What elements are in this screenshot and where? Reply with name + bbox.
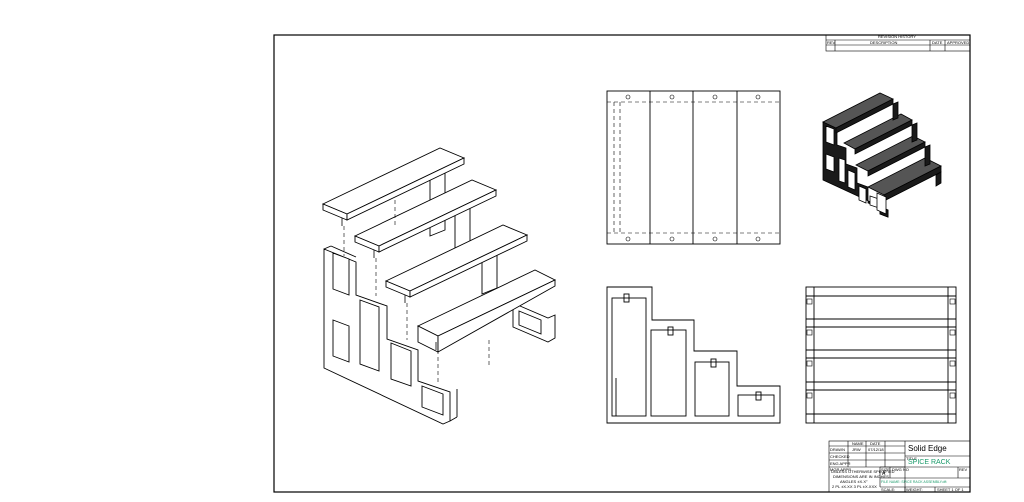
file-name: FILE NAME: SPICE RACK ASSEMBLY.dft — [881, 480, 947, 484]
revision-history-table — [825, 34, 971, 52]
tolerance-note-1: UNLESS OTHERWISE SPECIFIED — [831, 469, 895, 474]
title-row-checked: CHECKED — [830, 454, 850, 459]
title-col-name: NAME — [852, 441, 864, 446]
weight-label: WEIGHT: — [906, 487, 923, 492]
size-value: A — [882, 471, 886, 477]
scale-label: SCALE: — [881, 487, 896, 492]
title-block — [828, 440, 971, 493]
shaded-isometric-view — [822, 92, 942, 218]
revision-col-rev: REV — [827, 40, 836, 45]
revision-col-approved: APPROVED — [947, 40, 970, 45]
tolerance-note-4: 2 PL ±X.XX 3 PL ±X.XXX — [832, 484, 877, 489]
front-view — [805, 286, 957, 424]
title-drawn-date: 07/12/18 — [868, 447, 884, 452]
tolerance-note-3: ANGLES ±X.X° — [840, 479, 868, 484]
revision-col-description: DESCRIPTION — [870, 40, 898, 45]
drawing-title: SPICE RACK — [908, 459, 951, 466]
tolerance-note-2: DIMENSIONS ARE IN INCHES — [833, 474, 889, 479]
company-name: Solid Edge — [908, 444, 947, 453]
title-col-date: DATE — [870, 441, 881, 446]
title-row-drawn: DRAWN — [830, 447, 845, 452]
title-row-eng-appr: ENG APPR — [830, 461, 851, 466]
size-label: SIZE — [881, 467, 890, 472]
rev-label: REV — [959, 467, 968, 472]
title-drawn-name: JRW — [852, 447, 861, 452]
side-view — [606, 286, 781, 424]
sheet-number: SHEET 1 OF 1 — [937, 487, 964, 492]
revision-history-heading: REVISION HISTORY — [878, 34, 916, 39]
revision-col-date: DATE — [932, 40, 943, 45]
title-row-mgr-appr: MGR APPR — [830, 467, 852, 472]
title-label: TITLE — [906, 456, 917, 461]
exploded-isometric-view — [321, 147, 557, 425]
top-view — [606, 90, 781, 245]
dwg-no-label: DWG NO — [892, 467, 909, 472]
